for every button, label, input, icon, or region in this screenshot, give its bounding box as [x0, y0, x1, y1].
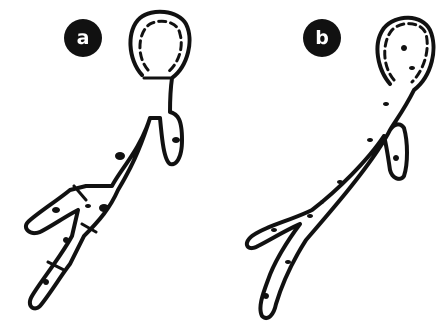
- panel-label-b: b: [303, 19, 341, 57]
- panel-a: a: [0, 0, 218, 326]
- panel-label-a: a: [64, 19, 102, 57]
- panel-a-drawing: [0, 0, 218, 326]
- cell-outline-b: [247, 18, 434, 318]
- panel-b: b: [218, 0, 437, 326]
